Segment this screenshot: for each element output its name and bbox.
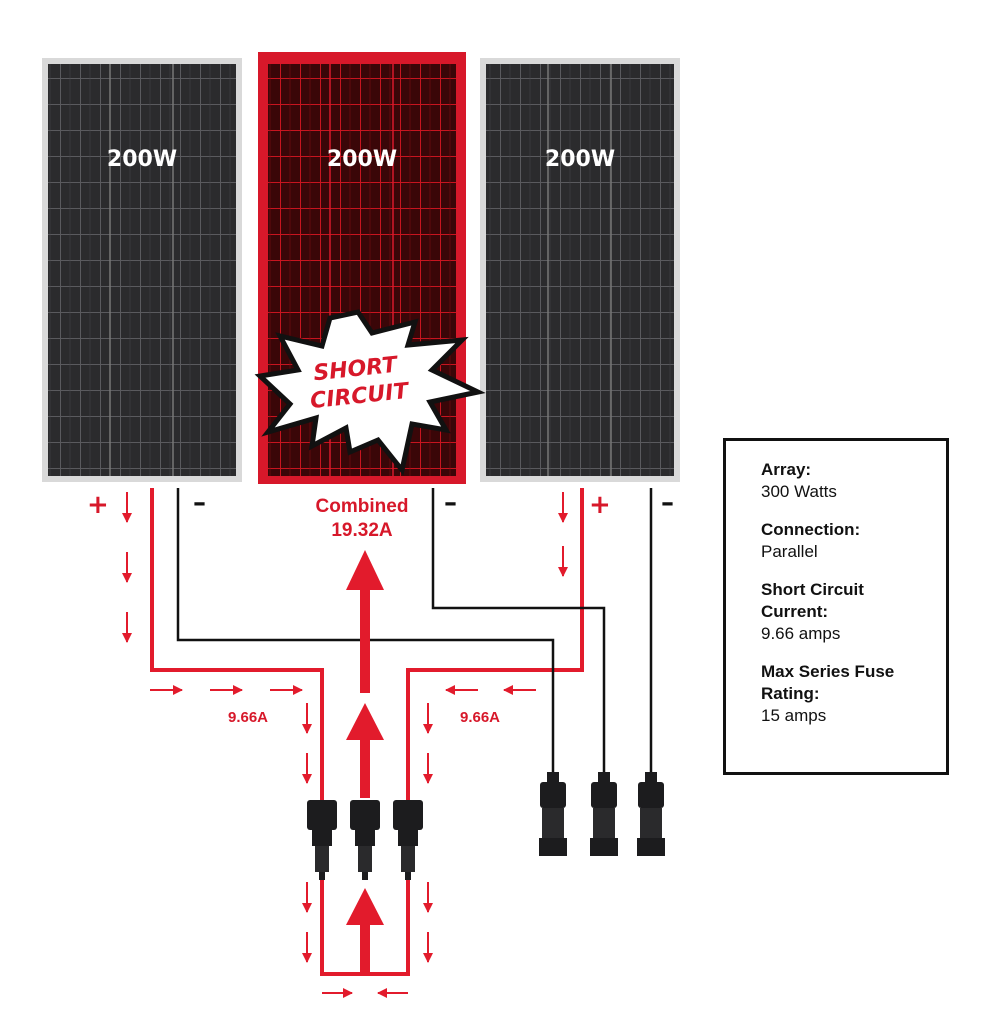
info-row-array: Array: 300 Watts — [761, 459, 946, 503]
negative-connector-group — [539, 772, 665, 856]
combined-current-arrows — [346, 550, 384, 974]
middle-negative-wire — [431, 488, 606, 775]
current-flow-arrows — [122, 492, 568, 998]
middle-negative-sign: – — [444, 488, 457, 518]
info-row-short-circuit-current: Short Circuit Current: 9.66 amps — [761, 579, 946, 645]
info-label: Array: — [761, 460, 812, 479]
combined-label-line1: Combined — [316, 496, 409, 517]
info-row-connection: Connection: Parallel — [761, 519, 946, 563]
left-negative-sign: – — [193, 488, 206, 518]
branch-connector-middle — [350, 800, 380, 880]
branch-connector-left — [307, 800, 337, 880]
info-value: 9.66 amps — [761, 624, 841, 643]
short-circuit-burst: SHORT CIRCUIT — [254, 309, 486, 476]
panel-right: 200W — [480, 58, 680, 482]
left-positive-sign: + — [87, 490, 109, 520]
right-current-label: 9.66A — [460, 709, 500, 726]
panel-left-label: 200W — [107, 147, 177, 172]
panel-middle-label: 200W — [327, 147, 397, 172]
negative-connector-1 — [539, 772, 567, 856]
panel-left: 200W — [42, 58, 242, 482]
panel-right-label: 200W — [545, 147, 615, 172]
info-value: 15 amps — [761, 706, 827, 725]
info-label: Max Series Fuse Rating: — [761, 662, 895, 703]
right-positive-sign: + — [589, 490, 611, 520]
info-value: Parallel — [761, 542, 818, 561]
info-label: Short Circuit Current: — [761, 580, 864, 621]
negative-connector-3 — [637, 772, 665, 856]
left-positive-wire — [150, 488, 324, 800]
left-current-label: 9.66A — [228, 709, 268, 726]
right-negative-sign: – — [661, 488, 674, 518]
combined-current-label: 19.32A — [331, 520, 393, 541]
info-row-max-fuse-rating: Max Series Fuse Rating: 15 amps — [761, 661, 946, 727]
info-label: Connection: — [761, 520, 861, 539]
specs-info-box: Array: 300 Watts Connection: Parallel Sh… — [723, 438, 949, 775]
negative-connector-2 — [590, 772, 618, 856]
info-value: 300 Watts — [761, 482, 837, 501]
branch-connector-group — [307, 800, 423, 880]
right-positive-wire — [406, 488, 584, 800]
branch-connector-right — [393, 800, 423, 880]
